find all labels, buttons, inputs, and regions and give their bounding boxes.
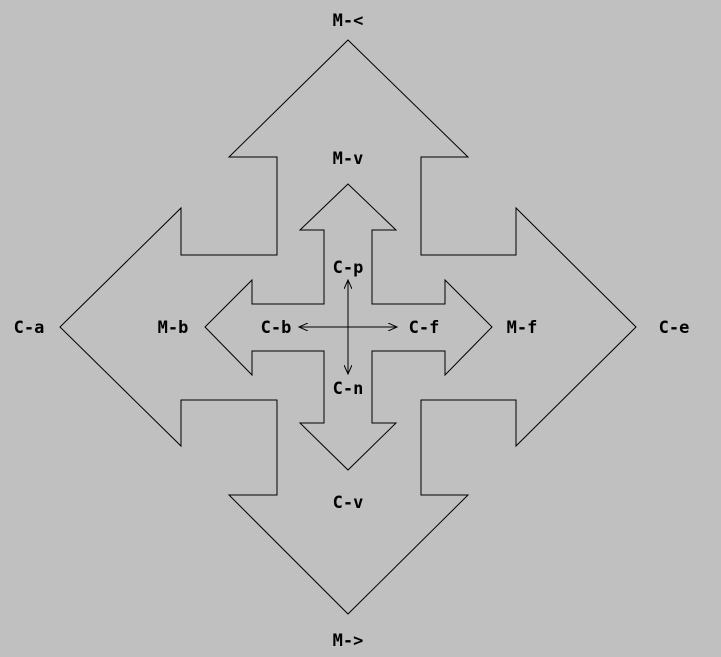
inner-cross-arrow	[204, 183, 493, 471]
label-end-of-buffer: M->	[333, 631, 364, 651]
label-forward-word: M-f	[507, 318, 538, 338]
label-forward-char: C-f	[409, 318, 440, 338]
label-end-of-line: C-e	[659, 318, 690, 338]
label-scroll-down: M-v	[333, 149, 364, 169]
label-next-line: C-n	[333, 379, 364, 399]
outer-cross-arrow	[59, 39, 637, 615]
label-beginning-of-line: C-a	[14, 318, 45, 338]
label-backward-char: C-b	[261, 318, 292, 338]
label-beginning-of-buffer: M-<	[333, 11, 364, 31]
label-backward-word: M-b	[158, 318, 189, 338]
label-previous-line: C-p	[333, 258, 364, 278]
label-scroll-up: C-v	[333, 493, 364, 513]
